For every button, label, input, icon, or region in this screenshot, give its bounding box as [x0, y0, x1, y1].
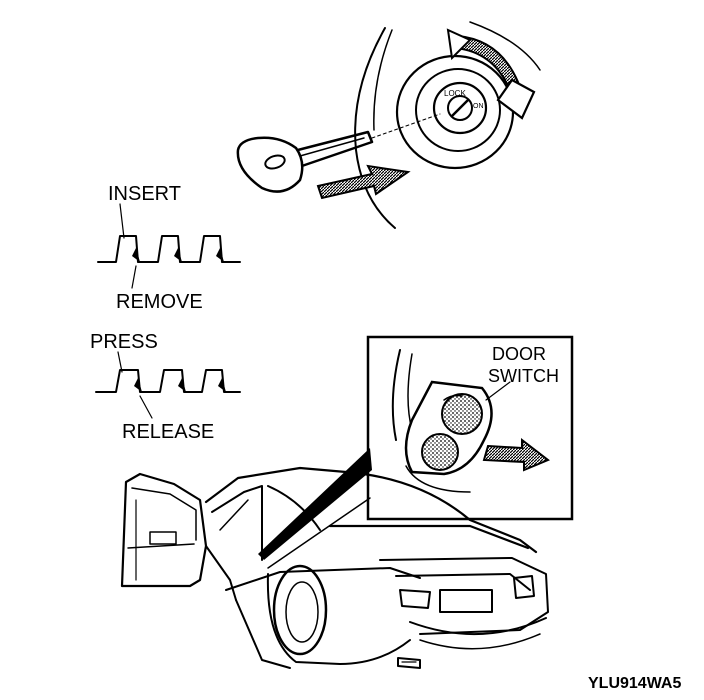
door-switch-label-line2: SWITCH [488, 366, 559, 386]
insert-label: INSERT [108, 183, 181, 205]
insert-remove-waveform [97, 235, 241, 263]
press-release-waveform [95, 369, 241, 393]
ignition-cylinder-icon: LOCK ON [354, 21, 541, 229]
svg-text:ON: ON [473, 103, 484, 110]
key-icon [236, 113, 441, 193]
press-label: PRESS [90, 331, 158, 353]
door-switch-icon [421, 393, 483, 471]
car-icon [120, 466, 549, 669]
release-label: RELEASE [122, 421, 214, 443]
remove-label: REMOVE [116, 291, 203, 313]
push-pull-arrow-icon [316, 164, 411, 200]
svg-text:LOCK: LOCK [444, 89, 466, 98]
figure-code: YLU914WA5 [588, 675, 681, 692]
door-switch-label-line1: DOOR [492, 344, 546, 364]
callout-pointer [258, 448, 372, 560]
door-switch-inset [366, 335, 574, 521]
rotation-arrow-icon [446, 28, 536, 120]
